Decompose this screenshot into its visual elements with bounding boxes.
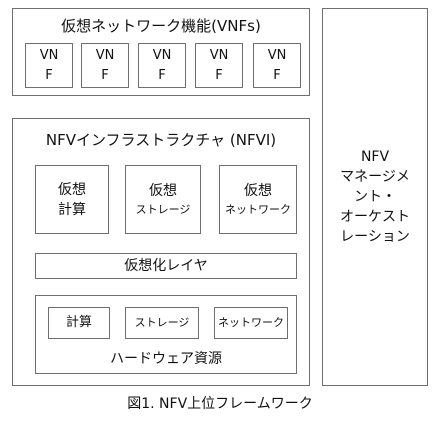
hardware-title: ハードウェア資源	[110, 351, 222, 367]
virtualization-layer-box: 仮想化レイヤ	[35, 253, 297, 279]
vnf-label-line2: F	[101, 67, 109, 83]
virtual-storage-box: 仮想 ストレージ	[125, 165, 201, 234]
vnf-label-line1: VN	[39, 47, 59, 63]
virtual-network-line1: 仮想	[244, 182, 272, 199]
vnf-box: VN F	[253, 43, 301, 88]
vnf-label-line2: F	[158, 67, 166, 83]
hw-compute-label: 計算	[65, 315, 92, 330]
vnf-label-line1: VN	[209, 47, 229, 63]
hw-network-label: ネットワーク	[218, 316, 284, 329]
vnfs-title: 仮想ネットワーク機能(VNFs)	[61, 17, 261, 35]
mano-line: NFV	[360, 149, 390, 165]
virtual-compute-box: 仮想 計算	[35, 165, 109, 234]
virtualization-layer-label: 仮想化レイヤ	[124, 258, 208, 274]
mano-line: マネージメ	[340, 169, 410, 185]
hw-compute-box: 計算	[48, 307, 110, 339]
vnf-label-line2: F	[45, 67, 53, 83]
nfvi-title: NFVインフラストラクチャ (NFVI)	[45, 131, 277, 149]
virtual-network-line2: ネットワーク	[225, 202, 291, 216]
virtual-compute-line2: 計算	[58, 201, 86, 218]
nfv-mano-box: NFV マネージメ ント・ オーケスト レーション	[322, 8, 428, 386]
vnf-box: VN F	[25, 43, 73, 88]
hardware-resources-box: 計算 ストレージ ネットワーク ハードウェア資源	[35, 295, 297, 374]
hw-network-box: ネットワーク	[214, 307, 288, 339]
vnf-box: VN F	[138, 43, 186, 88]
mano-line: オーケスト	[340, 209, 410, 225]
hw-storage-label: ストレージ	[134, 316, 190, 329]
vnf-label-line2: F	[215, 67, 223, 83]
hw-storage-box: ストレージ	[125, 307, 199, 339]
vnf-label-line1: VN	[95, 47, 115, 63]
vnf-label-line1: VN	[267, 47, 287, 63]
virtual-compute-line1: 仮想	[58, 181, 86, 198]
virtual-network-box: 仮想 ネットワーク	[219, 165, 297, 234]
virtual-storage-line1: 仮想	[149, 182, 177, 199]
vnfs-box: 仮想ネットワーク機能(VNFs) VN F VN F VN F VN F VN …	[12, 8, 310, 96]
vnf-label-line1: VN	[152, 47, 172, 63]
nfvi-box: NFVインフラストラクチャ (NFVI) 仮想 計算 仮想 ストレージ 仮想 ネ…	[12, 118, 310, 386]
figure-caption: 図1. NFV上位フレームワーク	[127, 396, 313, 412]
virtual-storage-line2: ストレージ	[135, 202, 191, 216]
vnf-box: VN F	[195, 43, 243, 88]
vnf-label-line2: F	[273, 67, 281, 83]
mano-line: ント・	[354, 189, 396, 205]
mano-line: レーション	[340, 229, 410, 245]
vnf-box: VN F	[81, 43, 129, 88]
